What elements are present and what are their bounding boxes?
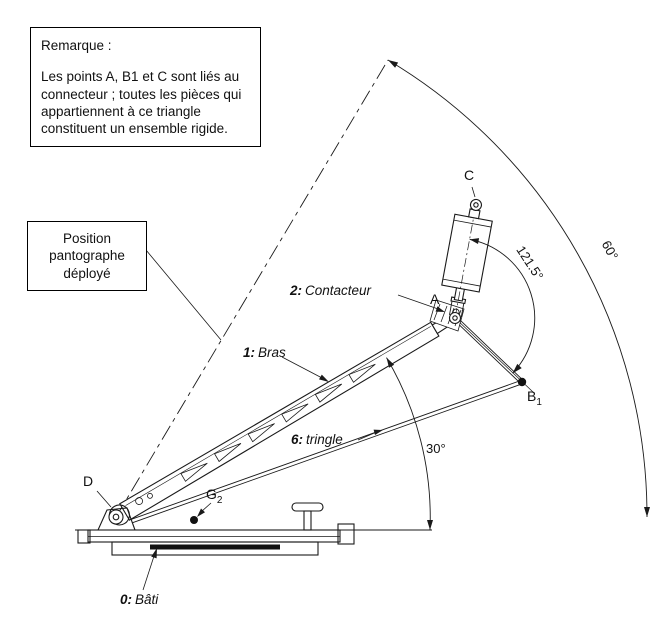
contacteur-top-eye — [469, 198, 483, 211]
deployed-position-line — [115, 59, 389, 518]
pivot-a — [448, 311, 462, 325]
remarque-title: Remarque : — [41, 38, 112, 53]
arc-121deg — [469, 238, 536, 374]
arc-30deg — [386, 357, 431, 531]
arrowheads — [151, 60, 650, 559]
label-contacteur-num: 2: — [290, 283, 303, 298]
label-point-b1-base: B — [527, 388, 537, 404]
position-box: Position pantographe déployé — [27, 221, 147, 291]
position-note-text: Position pantographe déployé — [49, 231, 125, 281]
label-bras-name: Bras — [258, 345, 286, 360]
arc-60deg — [387, 59, 648, 518]
label-bras: 1:Bras — [243, 345, 286, 360]
label-angle-30: 30° — [426, 441, 446, 456]
label-bati-num: 0: — [120, 592, 133, 607]
label-tringle: 6:tringle — [291, 432, 343, 447]
clamp-screw-handle — [291, 502, 324, 512]
label-point-b1-sub: 1 — [536, 396, 542, 408]
tringle-rod — [131, 379, 523, 524]
contacteur-cylinder — [441, 198, 493, 321]
label-point-c: C — [464, 167, 475, 183]
label-point-g2-sub: 2 — [216, 494, 223, 506]
bras-arm — [108, 314, 456, 526]
label-bras-num: 1: — [243, 345, 256, 360]
link-a-b1 — [453, 316, 534, 393]
dimension-arcs — [386, 59, 648, 531]
label-point-g2: G2 — [206, 486, 222, 506]
label-bati: 0:Bâti — [120, 592, 158, 607]
label-point-g2-base: G — [206, 486, 217, 502]
clamp-screw-stem — [303, 510, 312, 531]
label-bati-name: Bâti — [135, 592, 159, 607]
contacteur-axis-centerline — [454, 207, 476, 321]
label-point-a: A — [430, 291, 440, 307]
label-contacteur: 2:Contacteur — [290, 283, 371, 298]
position-box-leader — [145, 249, 222, 341]
pivot-d — [97, 507, 136, 531]
label-contacteur-name: Contacteur — [305, 283, 372, 298]
bati-base — [75, 502, 432, 556]
label-tringle-name: tringle — [306, 432, 343, 447]
point-g2-dot — [190, 516, 198, 524]
remarque-box: Remarque : Les points A, B1 et C sont li… — [30, 27, 261, 148]
arm-truss-cutouts — [180, 363, 376, 482]
label-point-b1: B1 — [527, 388, 542, 408]
point-b1-dot — [517, 377, 527, 387]
leader-lines — [96, 186, 476, 591]
remarque-body: Les points A, B1 et C sont liés au conne… — [41, 69, 242, 137]
label-point-d: D — [83, 473, 94, 489]
label-tringle-num: 6: — [291, 432, 304, 447]
